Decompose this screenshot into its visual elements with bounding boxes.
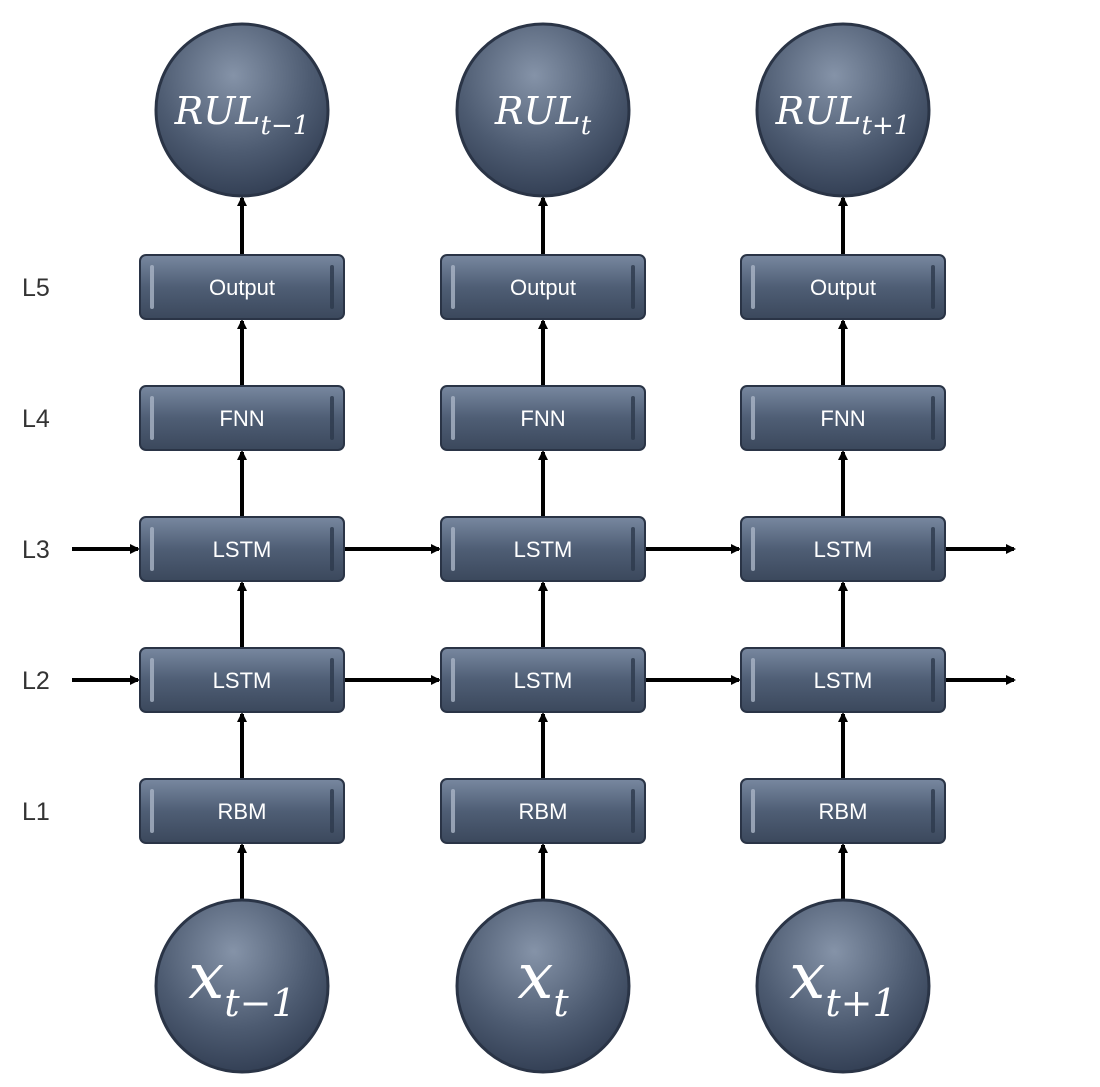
layer-box-l2-col2: LSTM [740,647,946,713]
input-node-col1: xt [455,898,631,1074]
box-highlight [451,527,455,571]
box-highlight [150,658,154,702]
box-shadow [631,527,635,571]
layer-box-label: RBM [519,799,568,824]
layer-box-l4-col0: FNN [139,385,345,451]
layer-box-label: LSTM [814,668,873,693]
layer-box-l4-col1: FNN [440,385,646,451]
box-shadow [330,265,334,309]
box-shadow [631,789,635,833]
box-highlight [451,396,455,440]
layer-label-l1: L1 [22,798,50,826]
input-node-col0: xt−1 [154,898,330,1074]
layer-label-l3: L3 [22,536,50,564]
nodes-group: RULt−1 xt−1 RULt xt RULt+1 xt+1 [154,22,931,1074]
output-node-subscript: t [581,111,592,141]
layer-box-l5-col2: Output [740,254,946,320]
layer-box-label: FNN [219,406,264,431]
box-shadow [330,658,334,702]
layer-box-l5-col1: Output [440,254,646,320]
output-node-col2: RULt+1 [755,22,931,198]
box-highlight [751,527,755,571]
output-node-subscript: t+1 [862,111,911,141]
box-shadow [931,265,935,309]
layer-box-label: Output [209,275,275,300]
layer-box-l1-col0: RBM [139,778,345,844]
layer-box-l1-col2: RBM [740,778,946,844]
box-highlight [150,789,154,833]
output-node-subscript: t−1 [261,111,310,141]
layer-box-label: LSTM [213,668,272,693]
box-highlight [451,789,455,833]
output-node-col0: RULt−1 [154,22,330,198]
layer-box-l1-col1: RBM [440,778,646,844]
box-shadow [631,265,635,309]
input-node-subscript: t−1 [224,981,295,1025]
layer-box-label: FNN [520,406,565,431]
input-node-subscript: t+1 [825,981,896,1025]
layer-box-l3-col1: LSTM [440,516,646,582]
layer-box-label: LSTM [814,537,873,562]
box-highlight [451,658,455,702]
box-highlight [751,658,755,702]
layer-label-l5: L5 [22,274,50,302]
box-shadow [931,527,935,571]
layer-box-label: LSTM [514,668,573,693]
box-shadow [931,789,935,833]
box-highlight [150,396,154,440]
box-shadow [330,789,334,833]
layer-label-l2: L2 [22,667,50,695]
box-highlight [150,527,154,571]
output-node-col1: RULt [455,22,631,198]
box-shadow [631,658,635,702]
box-shadow [931,658,935,702]
layer-box-label: FNN [820,406,865,431]
box-highlight [451,265,455,309]
layer-box-label: RBM [218,799,267,824]
layer-box-label: Output [810,275,876,300]
input-node-col2: xt+1 [755,898,931,1074]
layer-box-l3-col2: LSTM [740,516,946,582]
layer-label-l4: L4 [22,405,50,433]
layer-box-label: RBM [819,799,868,824]
box-highlight [751,396,755,440]
output-node-label: RULt+1 [775,89,911,141]
output-node-label: RULt [494,89,592,141]
layer-box-l3-col0: LSTM [139,516,345,582]
box-highlight [150,265,154,309]
arrows-group [72,196,1016,900]
box-highlight [751,265,755,309]
box-highlight [751,789,755,833]
layer-box-label: LSTM [213,537,272,562]
box-shadow [330,527,334,571]
layer-box-label: Output [510,275,576,300]
layer-box-l4-col2: FNN [740,385,946,451]
layer-box-label: LSTM [514,537,573,562]
box-shadow [931,396,935,440]
box-shadow [330,396,334,440]
box-shadow [631,396,635,440]
layer-box-l2-col0: LSTM [139,647,345,713]
input-node-subscript: t [553,981,569,1025]
layer-box-l2-col1: LSTM [440,647,646,713]
layer-box-l5-col0: Output [139,254,345,320]
